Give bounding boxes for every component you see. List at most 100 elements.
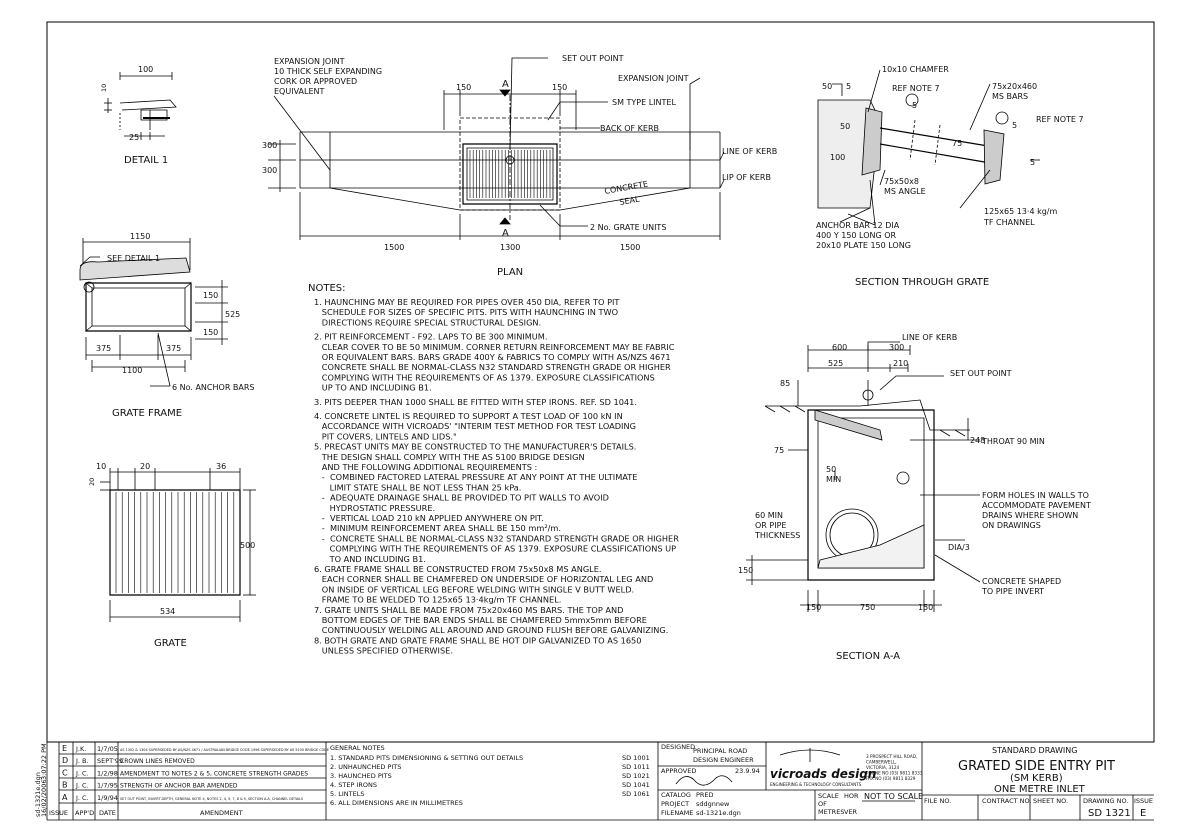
- grate-drawing: [100, 468, 256, 622]
- detail1-title: DETAIL 1: [124, 155, 168, 166]
- saa-dia3: DIA/3: [948, 543, 970, 552]
- note-line: - MINIMUM REINFORCEMENT AREA SHALL BE 15…: [314, 523, 561, 533]
- scale-hor: HOR: [844, 792, 859, 800]
- saa-min50-1: 50: [826, 465, 836, 474]
- sg-ref7b: REF NOTE 7: [1036, 115, 1084, 124]
- general-note: 3. HAUNCHED PITS: [330, 772, 392, 780]
- plan-seal: SEAL: [619, 195, 641, 207]
- plan-dim-150-right: 150: [552, 83, 567, 92]
- address-line: 3 PROSPECT HILL ROAD,: [866, 754, 917, 759]
- title-block-lines: [47, 742, 1154, 820]
- saa-dim-75: 75: [774, 446, 784, 455]
- rev-appd: J.K.: [75, 745, 86, 753]
- saa-min60-3: THICKNESS: [754, 531, 800, 540]
- anchor-bars-label: 6 No. ANCHOR BARS: [172, 383, 255, 392]
- saa-form-holes-2: ACCOMMODATE PAVEMENT: [982, 501, 1091, 510]
- note-line: - COMBINED FACTORED LATERAL PRESSURE AT …: [314, 472, 637, 482]
- see-detail-1: SEE DETAIL 1: [107, 254, 160, 263]
- filename-value: sd-1321e.dgn: [696, 809, 741, 817]
- saa-dim-600: 600: [832, 343, 847, 352]
- saa-dim-150-b: 150: [918, 603, 933, 612]
- plan-drawing: [268, 58, 724, 240]
- designer-1: PRINCIPAL ROAD: [693, 747, 747, 755]
- plan-back-of-kerb: BACK OF KERB: [600, 124, 659, 133]
- general-note: 6. ALL DIMENSIONS ARE IN MILLIMETRES: [330, 799, 463, 807]
- scale-label-2: OF: [818, 800, 827, 808]
- note-line: UNLESS SPECIFIED OTHERWISE.: [314, 646, 453, 656]
- general-note: 2. UNHAUNCHED PITS: [330, 763, 401, 771]
- saa-form-holes-3: DRAINS WHERE SHOWN: [982, 511, 1078, 520]
- note-line: CLEAR COVER TO BE 50 MINIMUM. CORNER RET…: [314, 342, 675, 352]
- general-notes-heading: GENERAL NOTES: [330, 744, 385, 752]
- plan-dim-300a: 300: [262, 141, 277, 150]
- note-line: CONCRETE SHALL BE NORMAL-CLASS N32 STAND…: [314, 362, 671, 372]
- plan-grate-bars: [470, 150, 550, 198]
- general-note: 4. STEP IRONS: [330, 781, 377, 789]
- note-line: 7. GRATE UNITS SHALL BE MADE FROM 75x20x…: [314, 605, 623, 615]
- plan-expansion-joint-1: EXPANSION JOINT: [274, 57, 345, 66]
- rev-amendment: SET OUT POINT, INVERT DEPTH, GENERAL NOT…: [120, 797, 303, 801]
- general-notes-list: 1. STANDARD PITS DIMENSIONING & SETTING …: [330, 754, 650, 807]
- note-line: COMPLYING WITH THE REQUIREMENTS OF AS 13…: [314, 544, 676, 554]
- saa-min60-1: 60 MIN: [755, 511, 783, 520]
- section-aa-title: SECTION A-A: [836, 651, 900, 662]
- grate-title: GRATE: [154, 638, 187, 649]
- scale-label-3: METRES: [818, 808, 844, 816]
- sg-anchor-2: 400 Y 150 LONG OR: [816, 231, 897, 240]
- project-value: sddgnnew: [696, 800, 730, 808]
- sg-dim-5b: 5: [1012, 121, 1017, 130]
- rev-amendment: STRENGTH OF ANCHOR BAR AMENDED: [120, 783, 238, 790]
- note-line: ACCORDANCE WITH VICROADS' "INTERIM TEST …: [314, 421, 636, 431]
- rev-header-appd: APP'D: [75, 809, 94, 817]
- general-note-ref: SD 1011: [622, 763, 650, 771]
- plan-line-of-kerb: LINE OF KERB: [722, 147, 777, 156]
- approved-date: 23.9.94: [735, 767, 760, 775]
- notes-body: 1. HAUNCHING MAY BE REQUIRED FOR PIPES O…: [314, 297, 679, 656]
- scale-ver: VER: [844, 808, 858, 816]
- frame-dim-150b: 150: [203, 328, 218, 337]
- issue-label: ISSUE: [1134, 797, 1153, 805]
- grate-dim-500: 500: [240, 541, 255, 550]
- drawing-title-1: GRATED SIDE ENTRY PIT: [958, 759, 1115, 774]
- general-note-ref: SD 1041: [622, 781, 650, 789]
- rev-header-date: DATE: [99, 809, 116, 817]
- approval-signature: [676, 776, 732, 785]
- sg-chamfer: 10x10 CHAMFER: [882, 65, 949, 74]
- note-line: ON INSIDE OF VERTICAL LEG BEFORE WELDING…: [314, 584, 634, 594]
- notes-heading: NOTES:: [308, 283, 346, 294]
- grate-dim-534: 534: [160, 607, 175, 616]
- plan-dim-150-left: 150: [456, 83, 471, 92]
- note-line: 2. PIT REINFORCEMENT - F92. LAPS TO BE 3…: [314, 332, 547, 342]
- vicroads-logo-sub: ENGINEERING & TECHNOLOGY CONSULTANTS: [770, 782, 862, 787]
- detail1-dim-10: 10: [100, 84, 108, 92]
- general-note-ref: SD 1001: [622, 754, 650, 762]
- saa-dim-300: 300: [889, 343, 904, 352]
- plan-dim-1300: 1300: [500, 243, 520, 252]
- file-no-label: FILE NO.: [924, 797, 951, 805]
- saa-dim-150-a: 150: [806, 603, 821, 612]
- side-text: sd-1321e.dgn: [34, 772, 42, 817]
- sg-dim-50: 50: [840, 122, 850, 131]
- general-note: 5. LINTELS: [330, 790, 365, 798]
- rev-date: 1/7/05: [97, 745, 118, 753]
- sg-dim-75: 75: [952, 139, 962, 148]
- sg-dim-5c: 5: [1030, 158, 1035, 167]
- rev-appd: J. C.: [75, 794, 89, 802]
- detail1-dim-25: 25: [129, 133, 139, 142]
- rev-appd: J. C.: [75, 782, 89, 790]
- vicroads-logo: vicroads design: [770, 767, 876, 781]
- sg-channel-2: TF CHANNEL: [983, 218, 1035, 227]
- note-line: HYDROSTATIC PRESSURE.: [314, 503, 435, 513]
- rev-appd: J. B.: [75, 757, 89, 765]
- general-note-ref: SD 1021: [622, 772, 650, 780]
- note-line: LIMIT STATE SHALL BE NOT LESS THAN 25 kP…: [314, 482, 521, 492]
- note-line: 1. HAUNCHING MAY BE REQUIRED FOR PIPES O…: [314, 297, 620, 307]
- rev-issue: D: [62, 756, 68, 765]
- note-line: TO AND INCLUDING B1.: [314, 554, 426, 564]
- saa-concrete-shaped-1: CONCRETE SHAPED: [982, 577, 1061, 586]
- note-line: 8. BOTH GRATE AND GRATE FRAME SHALL BE H…: [314, 635, 641, 645]
- note-line: 6. GRATE FRAME SHALL BE CONSTRUCTED FROM…: [314, 564, 602, 574]
- not-to-scale: NOT TO SCALE: [864, 792, 923, 801]
